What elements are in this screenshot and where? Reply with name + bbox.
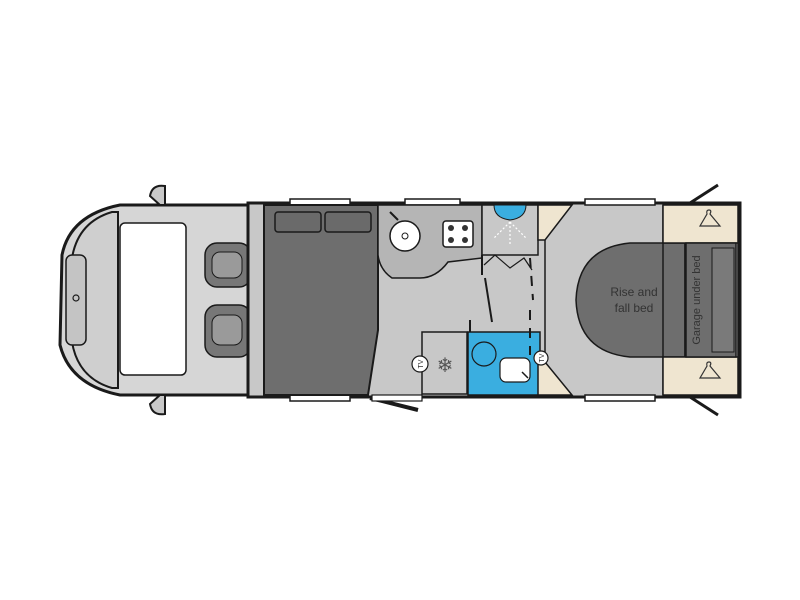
shower-cubicle bbox=[481, 204, 539, 256]
tv-icon: TV bbox=[411, 355, 429, 373]
entrance-door bbox=[369, 394, 423, 412]
washroom bbox=[467, 331, 541, 396]
fridge-unit: ❄ bbox=[421, 331, 468, 395]
storage-locker bbox=[537, 204, 574, 396]
wardrobe-bottom bbox=[662, 356, 739, 396]
mirror-left bbox=[148, 184, 166, 206]
garage-label: Garage under bed bbox=[691, 255, 703, 344]
toilet-icon bbox=[471, 341, 497, 367]
tv-label: TV bbox=[539, 353, 546, 362]
snowflake-icon: ❄ bbox=[437, 353, 454, 377]
bed-label-line2: fall bed bbox=[615, 301, 654, 315]
sink-icon bbox=[389, 211, 421, 252]
wardrobe-top bbox=[662, 204, 739, 244]
lounge-seating bbox=[263, 204, 379, 396]
tv-label: TV bbox=[418, 359, 425, 368]
windscreen bbox=[119, 222, 187, 376]
hob-icon bbox=[442, 220, 474, 248]
vehicle-cab bbox=[58, 184, 252, 416]
tv-icon: TV bbox=[533, 350, 549, 366]
hanger-icon bbox=[698, 209, 722, 227]
bed-label-line1: Rise and bbox=[610, 285, 657, 299]
washbasin-icon bbox=[499, 357, 531, 383]
hanger-icon bbox=[698, 361, 722, 379]
rear-garage: Garage under bed bbox=[685, 242, 737, 358]
mirror-right bbox=[148, 394, 166, 416]
cab-seat-icon bbox=[204, 242, 252, 288]
windows bbox=[289, 198, 656, 402]
cab-seat-icon bbox=[204, 304, 252, 358]
rise-and-fall-bed: Rise and fall bed bbox=[575, 242, 686, 358]
